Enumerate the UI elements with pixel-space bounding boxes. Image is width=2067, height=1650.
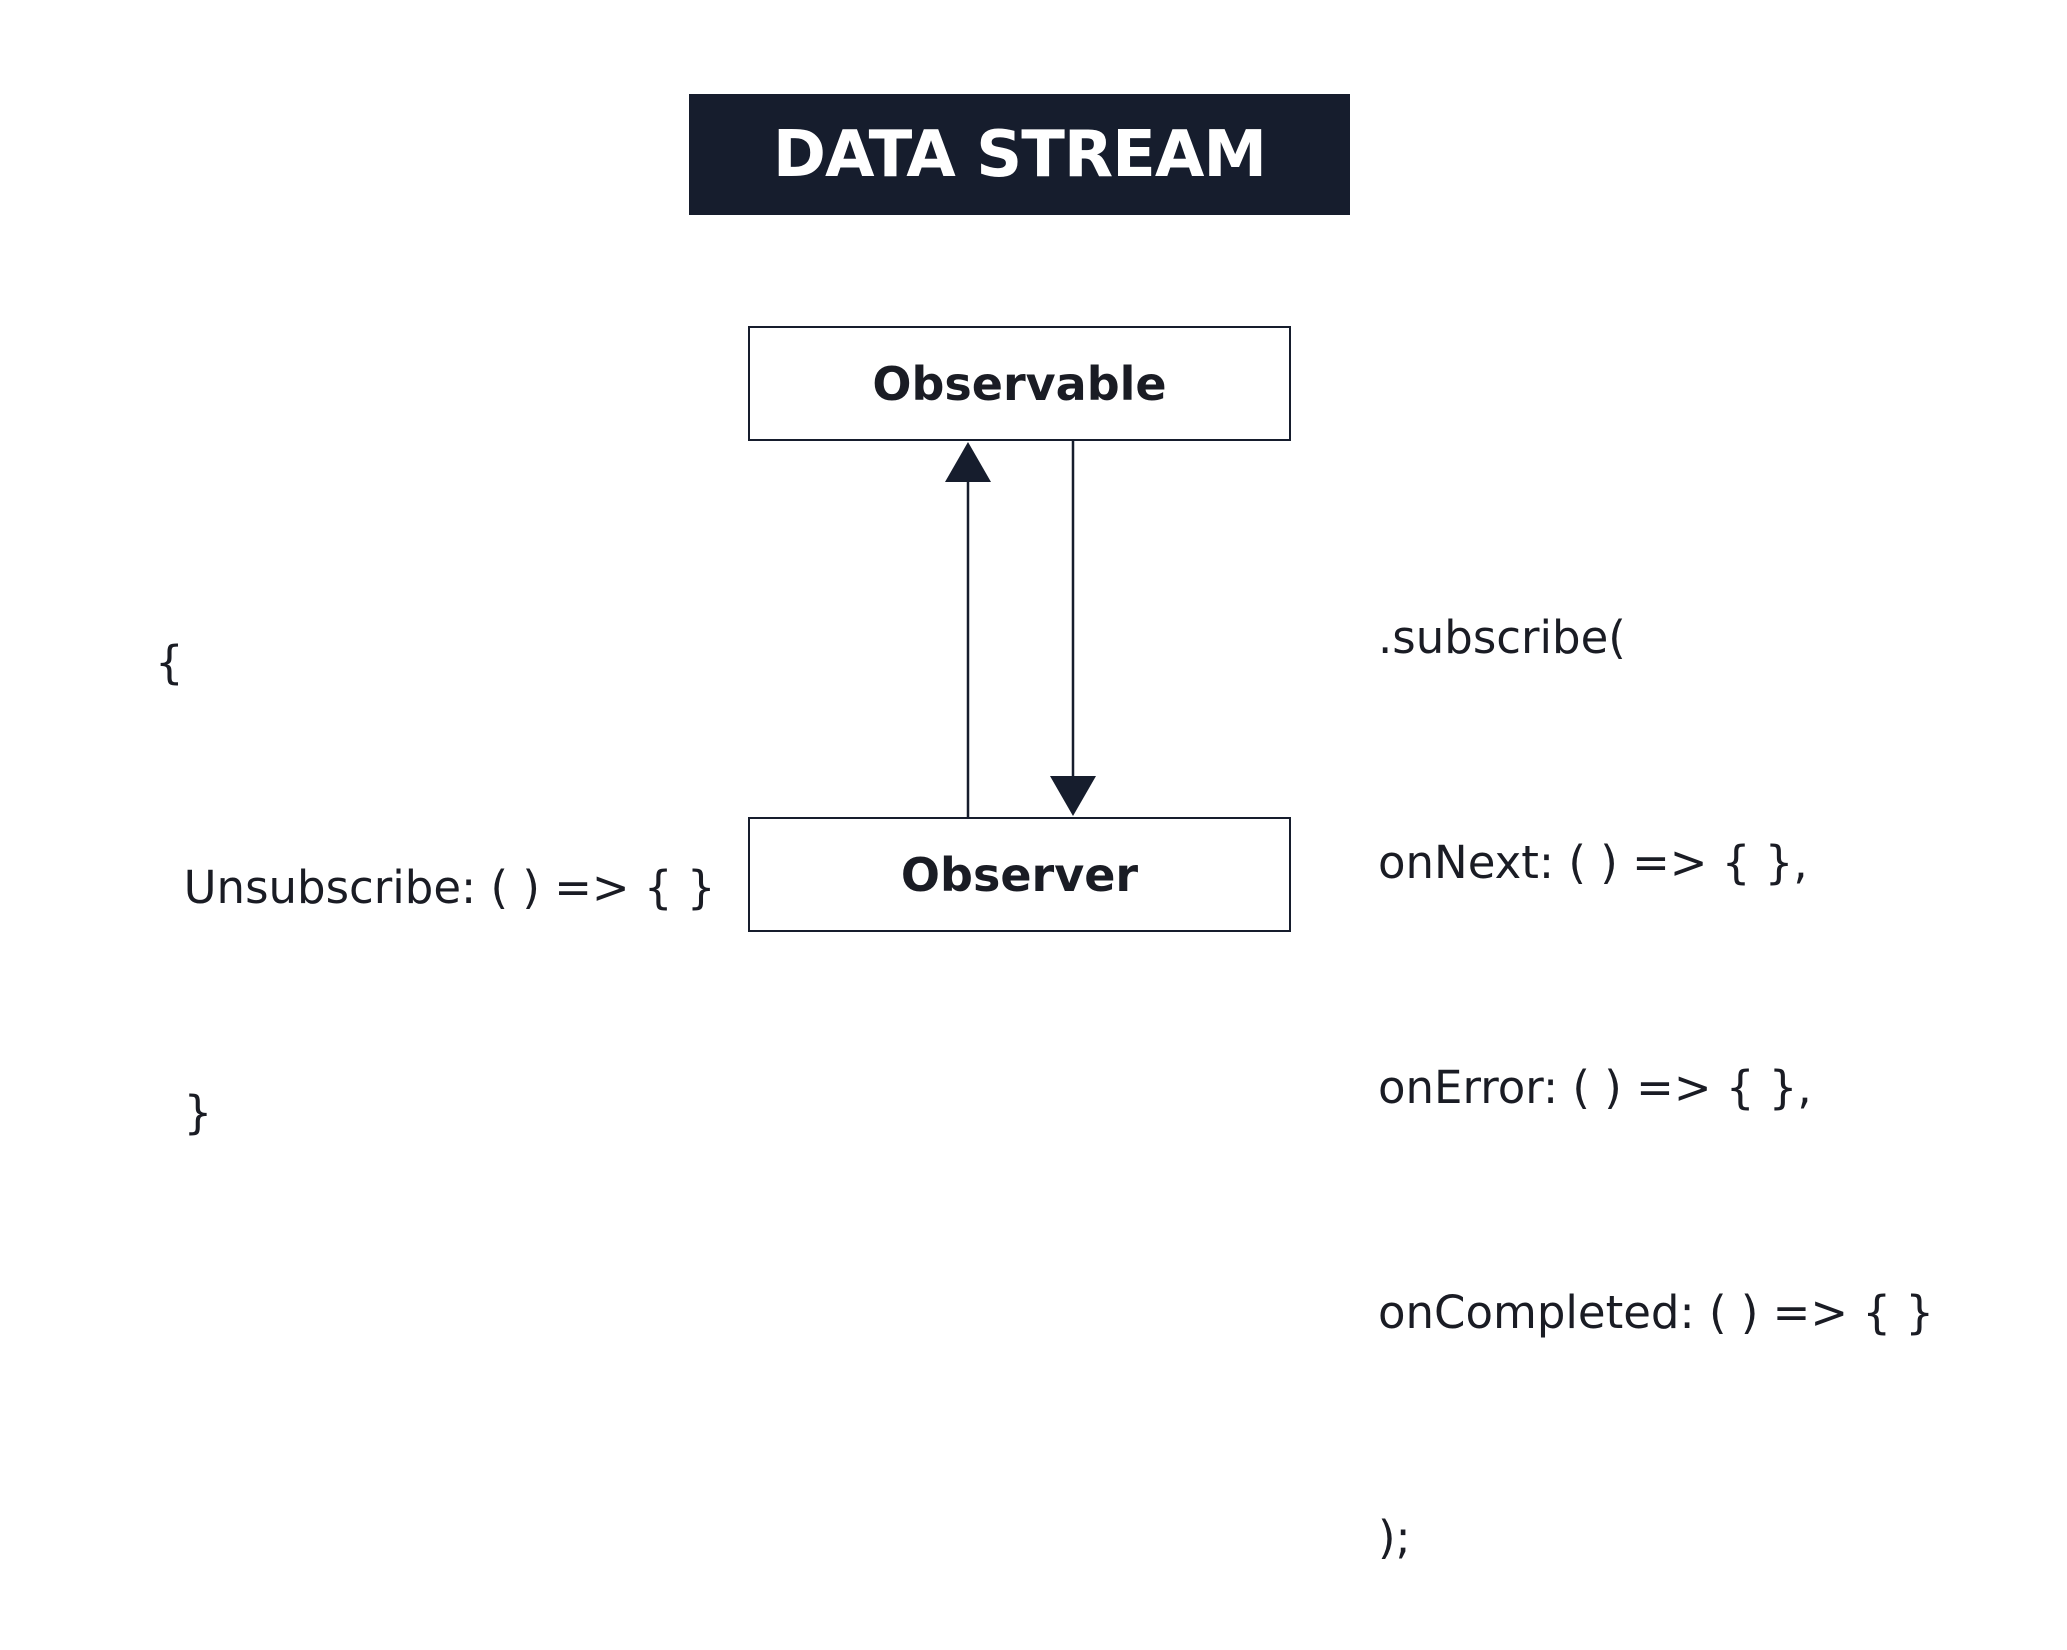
title-banner: DATA STREAM xyxy=(689,94,1350,215)
code-line: onNext: ( ) => { }, xyxy=(1378,836,1808,889)
observer-box: Observer xyxy=(748,817,1291,932)
code-line: Unsubscribe: ( ) => { } xyxy=(155,861,716,914)
code-line: ); xyxy=(1378,1511,1411,1564)
code-line: .subscribe( xyxy=(1378,611,1626,664)
observable-label: Observable xyxy=(872,356,1167,411)
arrow-down-head xyxy=(1050,776,1096,816)
code-line: onCompleted: ( ) => { } xyxy=(1378,1286,1934,1339)
observer-label: Observer xyxy=(900,847,1139,902)
code-line: } xyxy=(155,1086,213,1139)
arrow-up-head xyxy=(945,442,991,482)
subscribe-code-block: .subscribe( onNext: ( ) => { }, onError:… xyxy=(1378,450,1934,1650)
code-line: onError: ( ) => { }, xyxy=(1378,1061,1812,1114)
unsubscribe-code-block: { Unsubscribe: ( ) => { } } xyxy=(155,475,716,1225)
observable-box: Observable xyxy=(748,326,1291,441)
code-line: { xyxy=(155,636,184,689)
diagram-title: DATA STREAM xyxy=(772,117,1267,192)
